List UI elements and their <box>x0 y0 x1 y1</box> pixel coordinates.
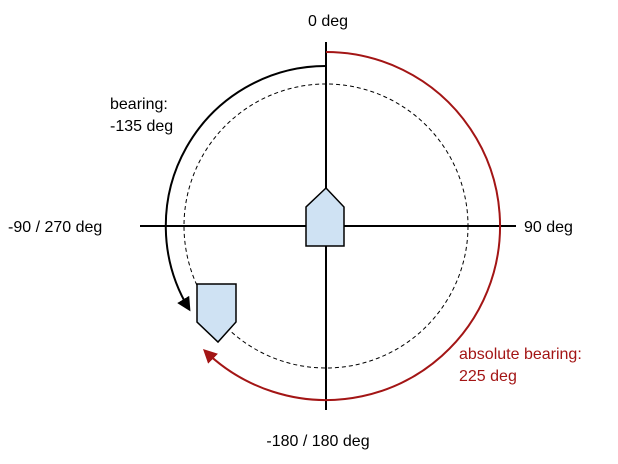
own-ship-icon <box>305 186 345 247</box>
bearing-label-line2: -135 deg <box>110 118 173 135</box>
label-90-deg: 90 deg <box>524 219 573 236</box>
absolute-bearing-arc <box>202 51 502 401</box>
label-180-deg: -180 / 180 deg <box>266 433 369 450</box>
absolute-bearing-label-line2: 225 deg <box>459 368 517 385</box>
target-ship-icon <box>196 283 237 344</box>
label-270-deg: -90 / 270 deg <box>8 219 102 236</box>
bearing-arc <box>164 64 327 312</box>
bearing-label-line1: bearing: <box>110 96 168 113</box>
absolute-bearing-label-line1: absolute bearing: <box>459 346 582 363</box>
label-0-deg: 0 deg <box>308 13 348 30</box>
